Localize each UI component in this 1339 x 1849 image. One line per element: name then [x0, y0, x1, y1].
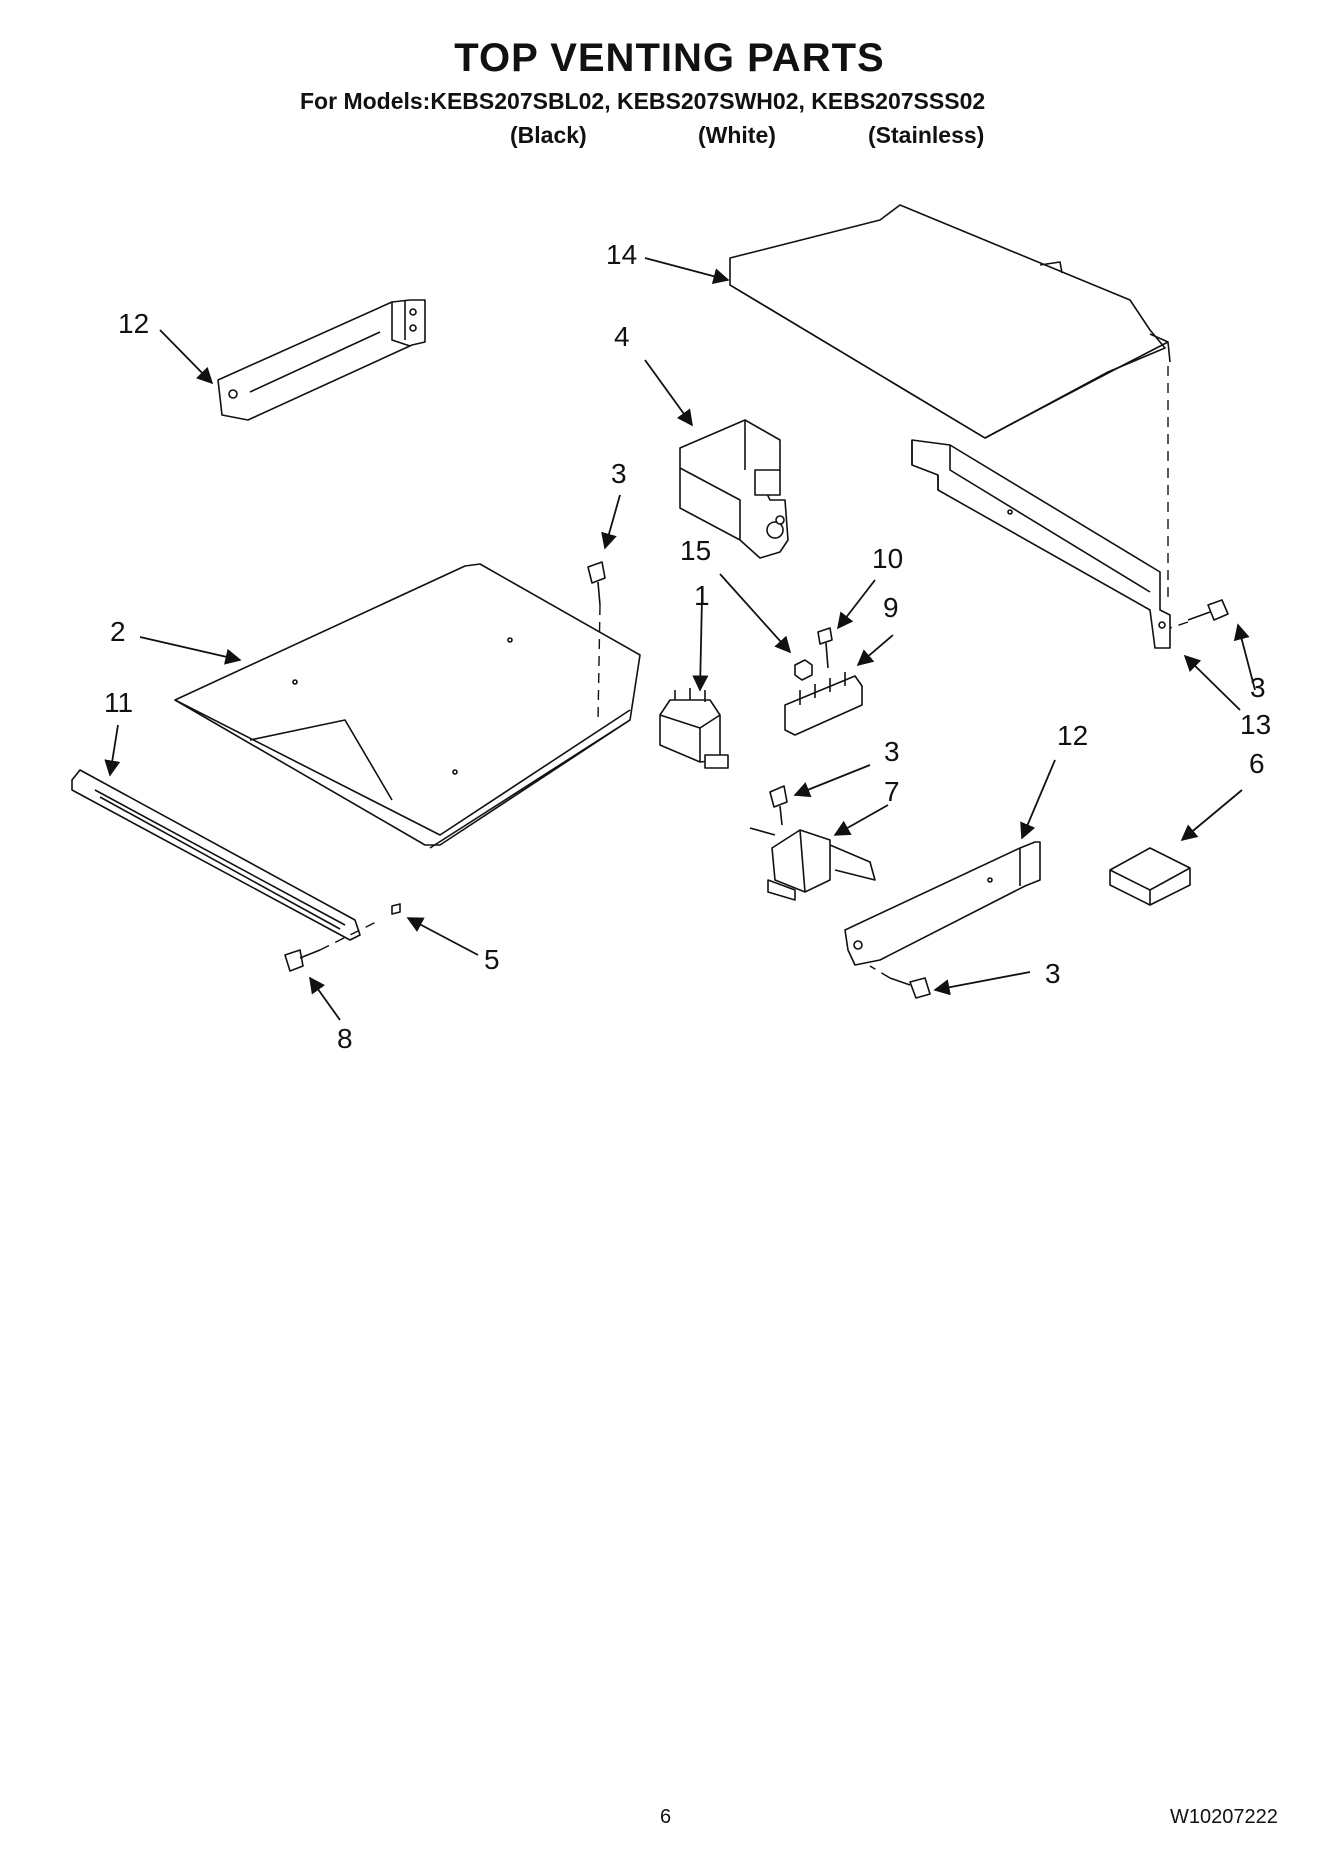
part-12-upper-bracket: [217, 299, 426, 421]
callout-4: 4: [614, 321, 630, 352]
callout-8: 8: [337, 1023, 353, 1054]
callout-15: 15: [680, 535, 711, 566]
part-2-cover-panel: [174, 563, 641, 849]
part-1-relay: [659, 688, 729, 769]
page-title: TOP VENTING PARTS: [454, 36, 885, 80]
callout-2: 2: [110, 616, 126, 647]
page-number: 6: [660, 1806, 672, 1828]
part-5-clip: [391, 903, 401, 915]
callout-10: 10: [872, 543, 903, 574]
callout-3-right: 3: [1250, 672, 1266, 703]
part-6-small-bracket: [1109, 847, 1191, 906]
callout-13: 13: [1240, 709, 1271, 740]
part-14-vent-panel: [729, 204, 1171, 439]
callout-3-lower: 3: [1045, 958, 1061, 989]
part-13-rear-rail: [911, 439, 1171, 649]
variant-white: (White): [698, 122, 776, 148]
callout-14: 14: [606, 239, 637, 270]
part-10-screw: [817, 627, 833, 669]
part-12-lower-bracket: [844, 841, 1041, 966]
variant-black: (Black): [510, 122, 587, 148]
callout-3-upper: 3: [611, 458, 627, 489]
callout-5: 5: [484, 944, 500, 975]
callout-7: 7: [884, 776, 900, 807]
part-8-screw: [284, 949, 321, 972]
part-15-nut: [794, 659, 813, 681]
callout-12-lower: 12: [1057, 720, 1088, 751]
callout-3-middle: 3: [884, 736, 900, 767]
part-3-screw-a: [587, 561, 606, 606]
callout-1: 1: [694, 580, 710, 611]
part-11-vent-grille: [71, 769, 361, 941]
part-3-screw-b: [1187, 599, 1229, 621]
callout-9: 9: [883, 592, 899, 623]
document-number: W10207222: [1170, 1806, 1278, 1828]
variant-stainless: (Stainless): [868, 122, 985, 148]
callout-12-upper: 12: [118, 308, 149, 339]
part-3-screw-d: [889, 977, 931, 999]
part-4-vent-motor: [679, 419, 789, 559]
callout-6: 6: [1249, 748, 1265, 779]
part-7-transformer: [749, 827, 876, 901]
part-9-terminal-block: [784, 672, 863, 736]
part-3-screw-c: [769, 785, 788, 826]
callout-11: 11: [104, 687, 133, 718]
models-line: For Models:KEBS207SBL02, KEBS207SWH02, K…: [300, 88, 986, 114]
